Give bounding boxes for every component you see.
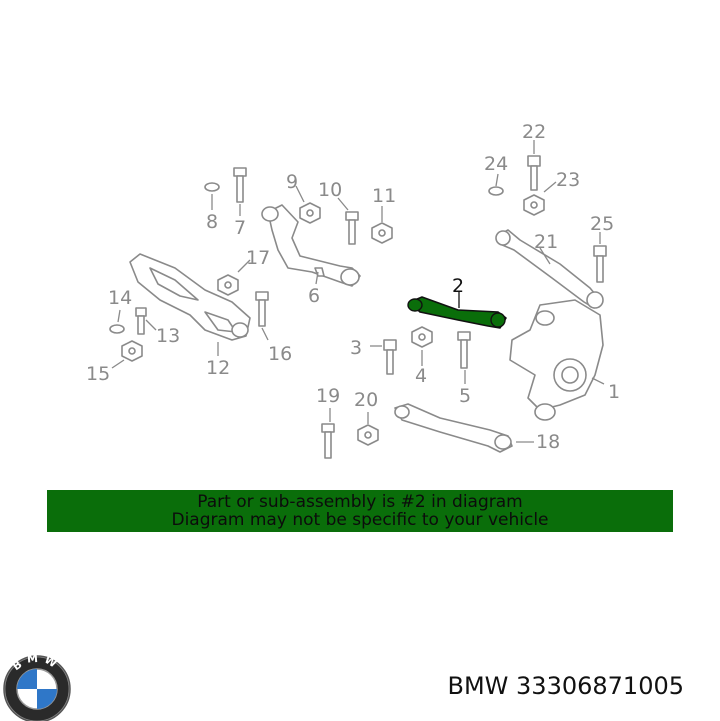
leader-lines [111, 140, 605, 443]
part-1-wheel-carrier [509, 299, 604, 421]
callout-24: 24 [484, 153, 508, 175]
bolt-5 [457, 331, 471, 369]
callout-19: 19 [316, 385, 340, 407]
callout-23: 23 [556, 169, 580, 191]
part-2-control-arm [407, 296, 507, 329]
callout-11: 11 [372, 185, 396, 207]
nut-4 [411, 326, 433, 348]
bolt-16 [255, 291, 269, 327]
exploded-parts-diagram: 1 2 3 4 5 6 7 8 9 10 11 12 13 14 15 16 1… [86, 121, 620, 459]
info-banner: Part or sub-assembly is #2 in diagram Di… [47, 490, 673, 532]
callout-numbers: 1 2 3 4 5 6 7 8 9 10 11 12 13 14 15 16 1… [86, 121, 620, 453]
callout-21: 21 [534, 231, 558, 253]
bolt-22 [527, 155, 541, 191]
nut-23 [523, 194, 545, 216]
callout-9: 9 [286, 171, 298, 193]
banner-line-1: Part or sub-assembly is #2 in diagram [197, 492, 523, 512]
washer-8 [204, 182, 220, 192]
part-12-spring-link [129, 253, 251, 341]
logo-letter-m: M [27, 655, 44, 666]
part-21-toe-link [495, 229, 604, 309]
callout-5: 5 [459, 385, 471, 407]
banner-line-2: Diagram may not be specific to your vehi… [171, 510, 549, 530]
part-18-lower-arm [394, 403, 513, 453]
part-number-label: BMW 33306871005 [447, 672, 685, 700]
nut-20 [357, 424, 379, 446]
bmw-logo-icon: BMW [3, 655, 71, 721]
callout-25: 25 [590, 213, 614, 235]
callout-1: 1 [608, 381, 620, 403]
callout-15: 15 [86, 363, 110, 385]
callout-7: 7 [234, 217, 246, 239]
callout-2: 2 [452, 275, 464, 297]
callout-6: 6 [308, 285, 320, 307]
callout-10: 10 [318, 179, 342, 201]
callout-13: 13 [156, 325, 180, 347]
washer-14 [109, 324, 125, 334]
callout-18: 18 [536, 431, 560, 453]
callout-22: 22 [522, 121, 546, 143]
callout-14: 14 [108, 287, 132, 309]
nut-9 [299, 202, 321, 224]
nut-17 [217, 274, 239, 296]
bolt-13 [135, 307, 147, 335]
part-6-upper-arm [261, 204, 361, 287]
nut-11 [371, 222, 393, 244]
callout-17: 17 [246, 247, 270, 269]
callout-20: 20 [354, 389, 378, 411]
nut-15 [121, 340, 143, 362]
callout-16: 16 [268, 343, 292, 365]
bolt-10 [345, 211, 359, 245]
bolt-25 [593, 245, 607, 283]
washer-24 [488, 186, 504, 196]
bolt-3 [383, 339, 397, 375]
bolt-7 [233, 167, 247, 203]
callout-4: 4 [415, 365, 427, 387]
callout-3: 3 [350, 337, 362, 359]
callout-12: 12 [206, 357, 230, 379]
bolt-19 [321, 423, 335, 459]
callout-8: 8 [206, 211, 218, 233]
